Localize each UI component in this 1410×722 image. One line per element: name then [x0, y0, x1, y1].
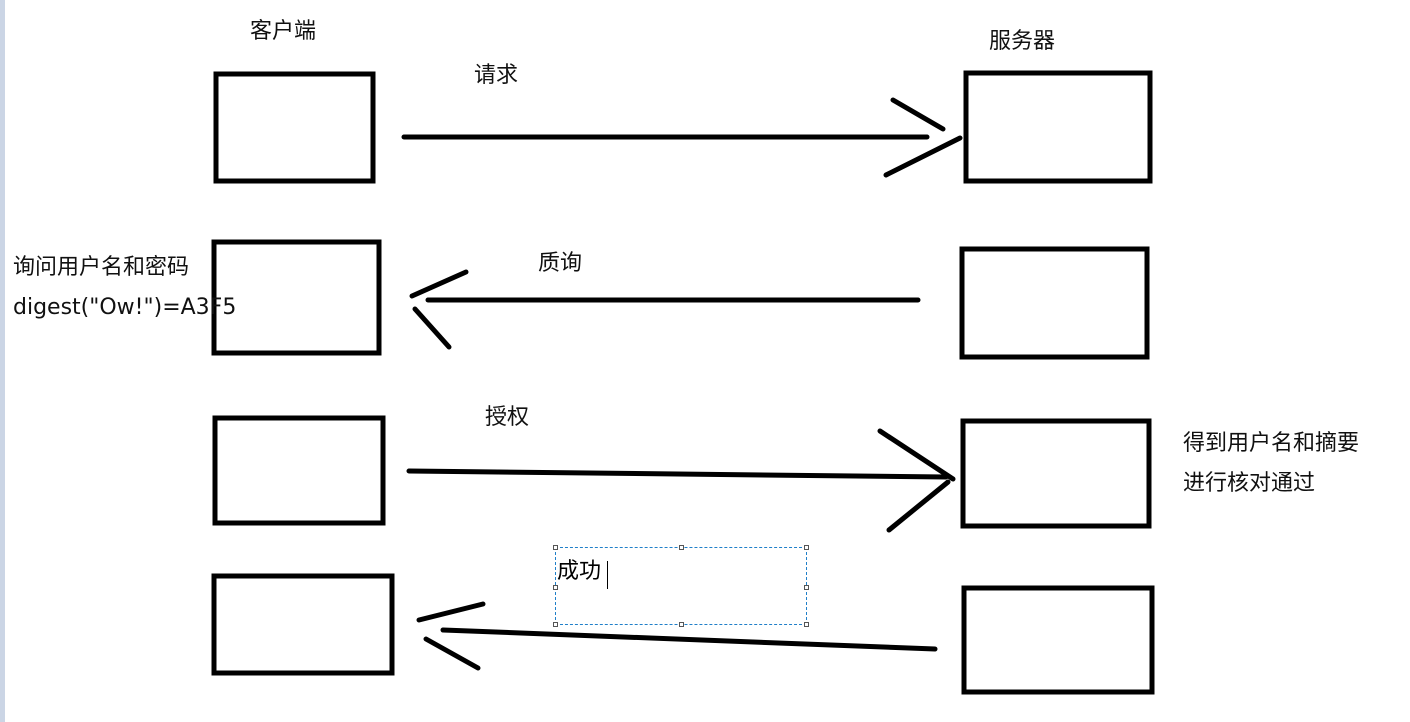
arrow-authorization[interactable] [406, 428, 956, 533]
server-note-line2: 进行核对通过 [1183, 471, 1316, 496]
resize-handle-w[interactable] [553, 585, 558, 590]
arrow-request[interactable] [401, 97, 963, 178]
server-box-3[interactable] [960, 418, 1152, 529]
server-box-2[interactable] [959, 246, 1150, 360]
client-box-2[interactable] [211, 239, 382, 356]
resize-handle-sw[interactable] [553, 622, 558, 627]
arrow-success[interactable] [416, 601, 938, 671]
client-box-1[interactable] [213, 71, 376, 184]
server-box-4[interactable] [961, 585, 1155, 695]
text-caret [607, 561, 608, 589]
server-title: 服务器 [989, 29, 1056, 54]
server-note-line1: 得到用户名和摘要 [1183, 431, 1360, 456]
window-edge [0, 0, 5, 722]
resize-handle-n[interactable] [679, 545, 684, 550]
client-box-4[interactable] [211, 573, 395, 676]
resize-handle-se[interactable] [804, 622, 809, 627]
arrow-challenge[interactable] [409, 269, 921, 350]
selected-text-box[interactable]: 成功 [553, 545, 809, 627]
server-box-1[interactable] [963, 70, 1153, 184]
resize-handle-e[interactable] [804, 585, 809, 590]
step-label-authorization: 授权 [485, 405, 530, 430]
client-note-line1: 询问用户名和密码 [13, 255, 190, 280]
client-note-line2: digest("Ow!")=A3F5 [13, 295, 237, 320]
client-title: 客户端 [250, 19, 317, 44]
step-label-success[interactable]: 成功 [557, 559, 602, 584]
resize-handle-nw[interactable] [553, 545, 558, 550]
resize-handle-ne[interactable] [804, 545, 809, 550]
step-label-challenge: 质询 [538, 251, 583, 276]
client-box-3[interactable] [212, 415, 386, 526]
step-label-request: 请求 [474, 63, 519, 88]
resize-handle-s[interactable] [679, 622, 684, 627]
